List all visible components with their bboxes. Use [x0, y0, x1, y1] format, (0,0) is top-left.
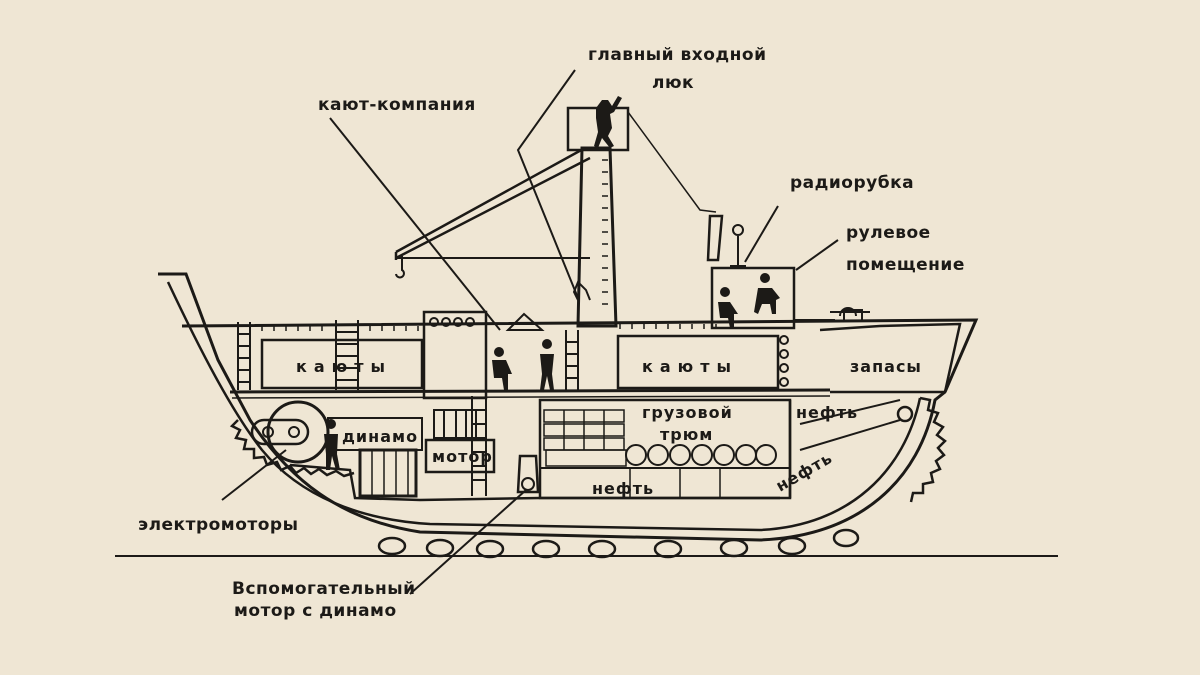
leader-radio-room — [744, 205, 779, 263]
skylight — [505, 312, 545, 331]
label-aux-motor-line1: Вспомогательный — [232, 579, 416, 599]
label-steering-line2: помещение — [846, 255, 965, 275]
leader-main-hatch — [516, 69, 579, 299]
label-cabins-aft: каюты — [642, 357, 738, 376]
label-cabins-fore: каюты — [296, 357, 392, 376]
leader-aux-motor — [409, 489, 527, 595]
leader-steering — [795, 239, 839, 271]
cargo-crates — [543, 409, 627, 467]
label-oil-center: нефть — [592, 479, 654, 498]
label-stores: запасы — [850, 357, 922, 376]
label-main-hatch: главный входной — [588, 45, 766, 65]
figure-on-hatch — [594, 96, 622, 148]
figure-radio-operator — [718, 287, 738, 328]
leader-electromotors — [221, 449, 287, 501]
label-radio-room: радиорубка — [790, 173, 914, 193]
label-steering-line1: рулевое — [846, 223, 931, 243]
crew-figures — [324, 96, 780, 470]
label-dynamo: динамо — [342, 427, 418, 446]
crane-mast — [394, 106, 717, 328]
porthole-row — [429, 317, 475, 327]
label-wardroom: кают-компания — [318, 95, 476, 115]
stern-portholes — [779, 335, 789, 387]
hull-body — [181, 106, 979, 502]
label-cargo-hold-line1: грузовой — [642, 403, 733, 422]
label-main-hatch-line2: люк — [652, 73, 694, 93]
label-cargo-hold-line2: трюм — [660, 425, 713, 444]
leader-lines — [221, 69, 839, 595]
wheelhouse — [706, 214, 870, 330]
label-electromotors: электромоторы — [138, 515, 298, 535]
label-aux-motor-line2: мотор с динамо — [234, 601, 397, 621]
label-motor: мотор — [432, 447, 493, 466]
label-oil-upper: нефть — [796, 403, 858, 422]
leader-wardroom — [329, 117, 501, 331]
motor-unit — [358, 409, 496, 498]
figure-dynamo-operator — [324, 419, 340, 470]
track-wheels — [377, 528, 860, 559]
figure-helmsman — [754, 273, 780, 314]
aux-motor-unit — [516, 454, 540, 494]
figure-wardroom-seated — [492, 347, 512, 390]
figure-wardroom-standing — [540, 339, 554, 390]
ladders — [237, 320, 579, 496]
